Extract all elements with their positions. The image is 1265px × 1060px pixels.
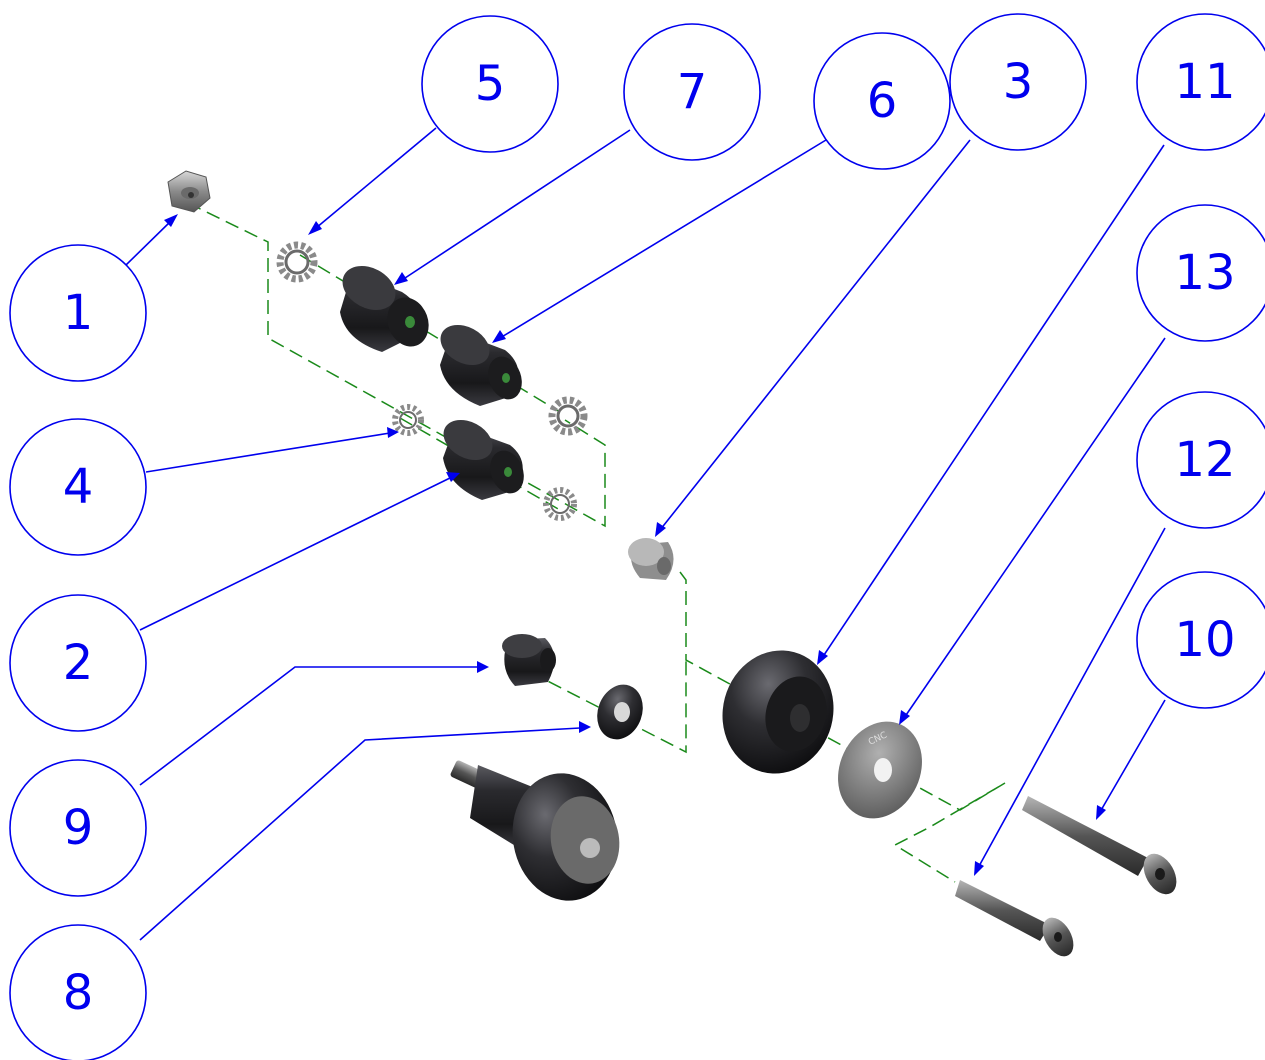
balloon-5-label: 5 (475, 56, 506, 112)
balloon-3-label: 3 (1003, 54, 1034, 110)
leader-5 (315, 127, 437, 229)
leader-7 (401, 129, 631, 281)
balloon-1-label: 1 (63, 285, 94, 341)
balloon-4-label: 4 (63, 459, 94, 515)
thick-washer-part-8 (597, 684, 643, 740)
lock-washer-part-4 (392, 404, 424, 436)
axis-lower (529, 660, 687, 754)
hex-nut-part-1 (167, 170, 211, 213)
lock-washer-upper-right (548, 396, 588, 436)
balloon-11: 11 (1136, 13, 1265, 151)
leader-12 (977, 527, 1166, 869)
spacer-part-7 (340, 265, 429, 352)
balloon-13: 13 (1136, 204, 1265, 342)
leader-6 (499, 139, 827, 339)
balloon-8-label: 8 (63, 965, 94, 1021)
stepped-bushing-part-9 (502, 634, 556, 686)
leader-13 (903, 337, 1166, 719)
balloon-6-label: 6 (867, 73, 898, 129)
balloon-5: 5 (421, 15, 559, 153)
axis-right (679, 571, 1006, 883)
balloon-3: 3 (949, 13, 1087, 151)
balloon-9: 9 (9, 759, 147, 897)
short-screw-part-12 (955, 880, 1074, 957)
axis-upper (187, 202, 606, 528)
leader-2 (139, 476, 453, 631)
leader-1 (125, 219, 173, 266)
leader-3-to-bushing (659, 139, 971, 531)
leader-lines (125, 127, 1166, 941)
balloon-10-label: 10 (1174, 612, 1235, 668)
lock-washer-part-5 (276, 241, 318, 283)
balloon-12: 12 (1136, 391, 1265, 529)
balloon-7-label: 7 (677, 64, 708, 120)
balloon-1: 1 (9, 244, 147, 382)
logo-washer-part-13: CNC (838, 721, 922, 819)
leader-9 (139, 666, 478, 786)
assembled-bar-end (450, 760, 620, 901)
leader-11 (821, 144, 1165, 659)
balloon-13-label: 13 (1174, 245, 1235, 301)
balloon-12-label: 12 (1174, 432, 1235, 488)
balloon-10: 10 (1136, 571, 1265, 709)
balloon-4: 4 (9, 418, 147, 556)
leader-8 (139, 727, 581, 941)
balloon-11-label: 11 (1174, 54, 1235, 110)
balloons: 1 2 3 4 5 6 7 8 (9, 13, 1265, 1060)
spacer-part-6 (440, 324, 522, 406)
end-cap-part-3 (722, 650, 834, 774)
balloon-2: 2 (9, 594, 147, 732)
long-screw-part-10 (1022, 796, 1177, 895)
balloon-7: 7 (623, 23, 761, 161)
balloon-8: 8 (9, 924, 147, 1060)
leader-10 (1099, 699, 1166, 813)
balloon-9-label: 9 (63, 800, 94, 856)
bushing-small (628, 538, 674, 580)
balloon-6: 6 (813, 32, 951, 170)
leader-4 (145, 432, 391, 473)
spacer-part-2 (443, 419, 524, 500)
balloon-2-label: 2 (63, 635, 94, 691)
lock-washer-middle-right (543, 487, 577, 521)
